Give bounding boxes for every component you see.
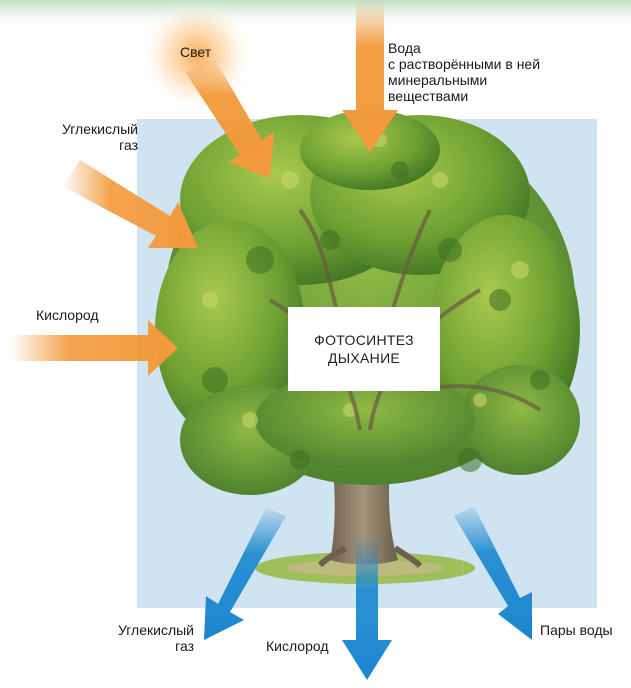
arrow-light	[185, 58, 274, 178]
arrow-co2-out	[204, 508, 286, 640]
label-o2-in: Кислород	[36, 307, 99, 323]
top-band	[0, 0, 631, 32]
label-co2-out: Углекислый газ	[117, 622, 194, 654]
label-co2-in: Углекислый газ	[61, 121, 138, 153]
tree-roots	[317, 545, 423, 569]
arrow-o2-in	[10, 320, 178, 376]
label-photosynthesis: ФОТОСИНТЕЗ	[314, 332, 414, 348]
center-process-box: ФОТОСИНТЕЗ ДЫХАНИЕ	[288, 307, 440, 391]
arrow-o2-out	[342, 540, 392, 680]
label-light: Свет	[180, 44, 212, 60]
output-arrows	[204, 506, 532, 680]
label-o2-out: Кислород	[266, 638, 329, 654]
arrow-water	[342, 0, 398, 152]
label-respiration: ДЫХАНИЕ	[327, 350, 401, 366]
label-water: Вода с растворёнными в ней минеральными …	[388, 40, 541, 104]
arrow-co2-in	[62, 160, 198, 248]
tree-crown	[155, 110, 580, 495]
arrow-vapor-out	[454, 506, 532, 640]
input-arrows	[10, 0, 398, 376]
label-vapor-out: Пары воды	[540, 622, 613, 638]
